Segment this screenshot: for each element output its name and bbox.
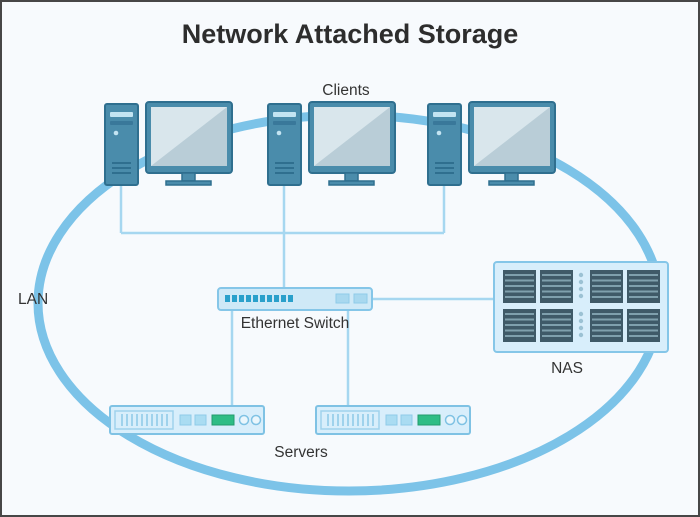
clients-label: Clients (322, 82, 370, 99)
server-1 (109, 405, 265, 435)
client-pc-2 (267, 101, 396, 186)
nas-label: NAS (551, 360, 583, 377)
switch-uplink-port (353, 293, 368, 304)
servers-label: Servers (274, 444, 328, 461)
server-2 (315, 405, 471, 435)
connection-lines (119, 186, 494, 406)
page-title: Network Attached Storage (182, 19, 519, 49)
client-pc-3 (427, 101, 556, 186)
switch-ports (225, 295, 293, 302)
nas-device (493, 261, 669, 353)
ethernet-switch-label: Ethernet Switch (241, 315, 350, 332)
lan-label: LAN (18, 291, 48, 308)
client-pc-1 (104, 101, 233, 186)
switch-body (217, 287, 373, 311)
switch-uplink-port (335, 293, 350, 304)
nas-chassis (493, 261, 669, 353)
ethernet-switch (217, 287, 373, 311)
nas-screws (578, 272, 584, 338)
